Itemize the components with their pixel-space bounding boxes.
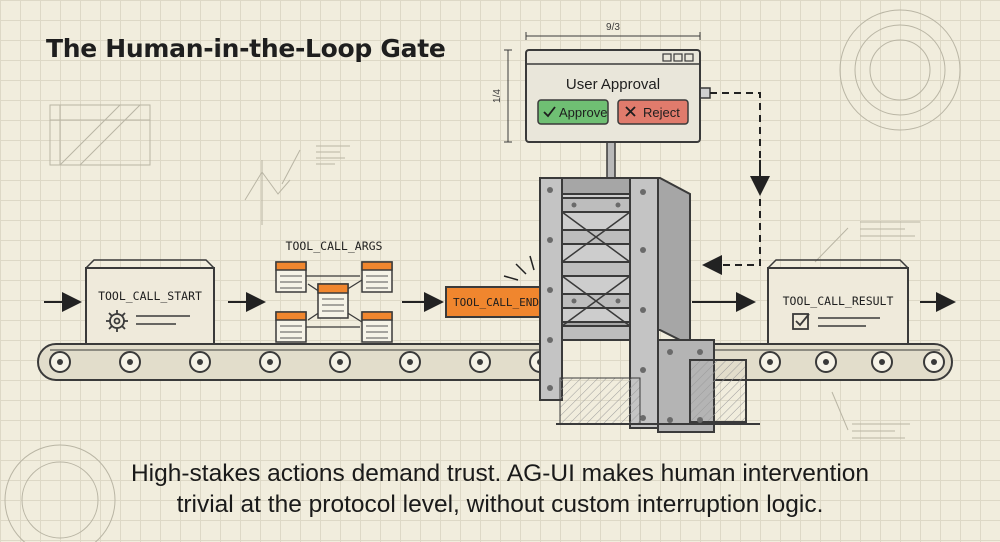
approval-width-dimension: 9/3 <box>606 22 620 33</box>
tool-call-result-label: TOOL_CALL_RESULT <box>783 294 894 308</box>
checklist-icon <box>792 313 810 330</box>
caption-line-2: trivial at the protocol level, without c… <box>176 491 824 518</box>
tool-call-result-box <box>767 259 909 345</box>
tool-call-start-label: TOOL_CALL_START <box>98 289 202 303</box>
caption-line-1: High-stakes actions demand trust. AG-UI … <box>130 460 870 487</box>
approve-label: Approve <box>559 105 607 120</box>
gate-machine <box>539 177 760 433</box>
caption: High-stakes actions demand trust. AG-UI … <box>0 458 1000 520</box>
decorative-sketches <box>4 9 961 542</box>
reject-label: Reject <box>643 105 680 120</box>
approve-button[interactable]: Approve <box>537 99 609 125</box>
approval-window-title: User Approval <box>566 76 660 93</box>
tool-call-end-label: TOOL_CALL_END <box>453 296 539 309</box>
left-conveyor <box>37 343 559 381</box>
approval-height-dimension: 1/4 <box>492 89 503 103</box>
page-title: The Human-in-the-Loop Gate <box>46 34 446 63</box>
args-documents <box>275 261 393 343</box>
tool-call-args-label: TOOL_CALL_ARGS <box>286 239 383 253</box>
gear-icon <box>106 310 128 332</box>
right-conveyor <box>689 343 953 381</box>
reject-button[interactable]: Reject <box>617 99 689 125</box>
x-icon <box>625 106 636 117</box>
check-icon <box>543 106 556 118</box>
tool-call-start-box <box>85 259 215 345</box>
